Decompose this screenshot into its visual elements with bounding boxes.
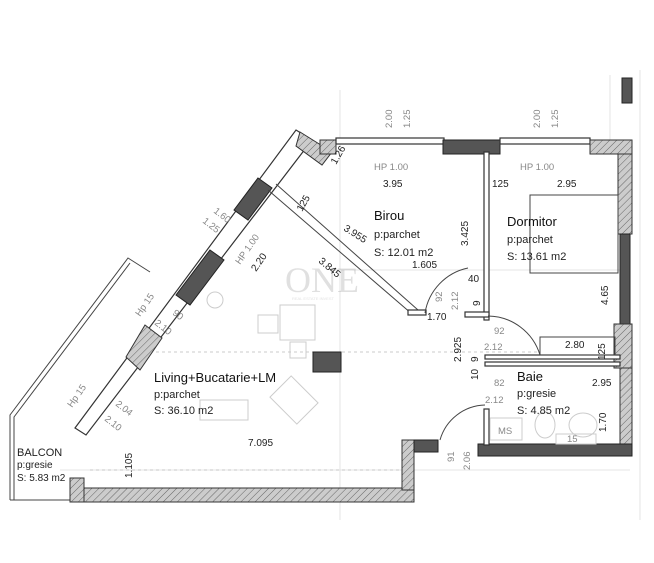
dimension-label: 2.12 (484, 342, 503, 353)
dimension-label: 1.25 (402, 110, 413, 129)
dimension-label: 3.95 (383, 179, 403, 190)
dimension-label: 125 (597, 343, 608, 360)
dimension-label: 1.105 (124, 453, 135, 478)
dimension-label: 2.00 (532, 110, 543, 129)
guide-lines (60, 70, 641, 520)
dimension-label: 1.70 (598, 412, 609, 432)
room-name: Baie (517, 369, 543, 384)
dimension-label: HP 1.00 (520, 162, 554, 173)
dimension-label: 2.95 (557, 179, 577, 190)
room-area: S: 36.10 m2 (154, 405, 213, 417)
dimension-label: 2.06 (462, 452, 473, 471)
room-baie[interactable]: Baie p:gresie S: 4.85 m2 (517, 369, 570, 417)
room-living[interactable]: Living+Bucatarie+LM p:parchet S: 36.10 m… (154, 370, 276, 417)
svg-text:ONE: ONE (285, 260, 359, 300)
dimension-label: HP 1.00 (374, 162, 408, 173)
room-dormitor[interactable]: Dormitor p:parchet S: 13.61 m2 (507, 214, 566, 263)
dimension-label: 2.95 (592, 378, 612, 389)
dimension-label: 125 (295, 193, 313, 213)
dimension-label: MS (498, 426, 512, 437)
room-area: S: 13.61 m2 (507, 251, 566, 263)
dimension-label: 4.65 (600, 285, 611, 305)
room-floor: p:gresie (517, 388, 556, 400)
dimension-label: 1.605 (412, 260, 437, 271)
dimension-label: 40 (468, 274, 480, 285)
dimension-label: 2.80 (565, 340, 585, 351)
dimension-label: 3.955 (341, 223, 368, 246)
interior-walls (312, 151, 621, 446)
dimension-label: 9 (470, 356, 481, 362)
dimension-label: 15 (567, 434, 578, 445)
exterior-wall-right (613, 153, 633, 457)
room-floor: p:gresie (17, 460, 53, 471)
dimension-label: 2.925 (453, 337, 464, 362)
room-name: BALCON (17, 447, 62, 459)
dimension-label: 2.12 (450, 292, 461, 311)
dimension-label: 91 (446, 451, 457, 462)
room-balcon[interactable]: BALCON p:gresie S: 5.83 m2 (17, 447, 66, 484)
dimension-label: 10 (470, 368, 481, 380)
room-area: S: 4.85 m2 (517, 405, 570, 417)
dimension-label: 7.095 (248, 438, 273, 449)
room-name: Living+Bucatarie+LM (154, 370, 276, 385)
dimension-label: 3.425 (460, 221, 471, 246)
dimension-label: 92 (494, 326, 505, 337)
dimension-label: 9 (472, 300, 483, 306)
exterior-wall-top (319, 77, 633, 155)
exterior-wall-bottom (69, 439, 633, 503)
balcony-outline (9, 257, 151, 501)
furniture (199, 291, 598, 445)
watermark-logo: ONE REAL ESTATE INVEST (285, 260, 359, 301)
dimension-label: 1.70 (427, 312, 447, 323)
dimension-label: 2.10 (102, 414, 123, 434)
svg-text:REAL ESTATE INVEST: REAL ESTATE INVEST (292, 296, 334, 301)
room-name: Dormitor (507, 214, 558, 229)
room-floor: p:parchet (154, 389, 200, 401)
room-floor: p:parchet (374, 229, 420, 241)
room-birou[interactable]: Birou p:parchet S: 12.01 m2 (374, 208, 433, 259)
dimension-label: 82 (494, 378, 505, 389)
dimension-label: 2.00 (384, 110, 395, 129)
dimension-label: Hp 15 (65, 383, 89, 410)
dimension-label: 125 (492, 179, 509, 190)
dimension-label: 2.12 (485, 395, 504, 406)
room-area: S: 5.83 m2 (17, 473, 66, 484)
exterior-wall-diagonal (74, 129, 419, 436)
room-area: S: 12.01 m2 (374, 247, 433, 259)
dimension-label: 2.20 (249, 251, 269, 274)
dimension-label: Hp 15 (133, 292, 157, 319)
room-floor: p:parchet (507, 234, 553, 246)
dimension-label: 2.04 (113, 399, 134, 419)
dimension-label: 1.25 (550, 110, 561, 129)
dimension-label: 92 (434, 291, 445, 302)
room-name: Birou (374, 208, 404, 223)
